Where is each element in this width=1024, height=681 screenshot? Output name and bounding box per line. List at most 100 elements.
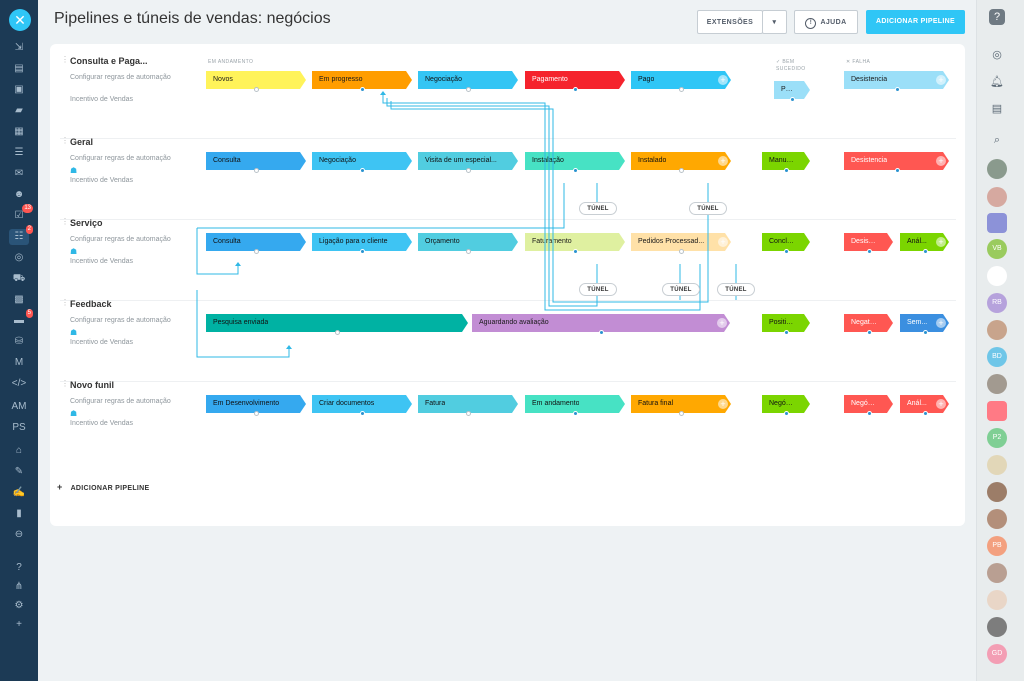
add-stage-icon[interactable]: + bbox=[936, 75, 946, 85]
robot-icon[interactable]: ☗ bbox=[70, 409, 78, 418]
avatar[interactable] bbox=[987, 401, 1007, 421]
extensions-dropdown[interactable]: ▾ bbox=[762, 10, 787, 34]
add-stage-icon[interactable]: + bbox=[718, 237, 728, 247]
pipeline-stage[interactable]: Pesquisa enviada bbox=[206, 314, 468, 332]
stage-connector-dot[interactable] bbox=[573, 168, 578, 173]
automation-link[interactable]: Configurar regras de automação bbox=[70, 236, 171, 243]
avatar[interactable] bbox=[987, 213, 1007, 233]
sitemap-icon[interactable]: ⋔ bbox=[14, 581, 24, 592]
add-stage-icon[interactable]: + bbox=[718, 156, 728, 166]
stage-connector-dot[interactable] bbox=[466, 168, 471, 173]
incentive-link[interactable]: Incentivo de Vendas bbox=[70, 258, 134, 265]
stage-connector-dot[interactable] bbox=[254, 87, 259, 92]
add-stage-icon[interactable]: + bbox=[718, 399, 728, 409]
chat-bubble-icon[interactable]: ▤ bbox=[991, 103, 1003, 115]
code-icon[interactable]: </> bbox=[11, 378, 27, 389]
add-icon[interactable]: + bbox=[16, 619, 22, 630]
avatar[interactable]: RB bbox=[987, 293, 1007, 313]
pipeline-stage[interactable]: Faturamento bbox=[525, 233, 625, 251]
stage-connector-dot[interactable] bbox=[679, 87, 684, 92]
stage-connector-dot[interactable] bbox=[335, 330, 340, 335]
stage-connector-dot[interactable] bbox=[360, 168, 365, 173]
stage-connector-dot[interactable] bbox=[254, 249, 259, 254]
stage-connector-dot[interactable] bbox=[679, 249, 684, 254]
avatar[interactable] bbox=[987, 590, 1007, 610]
avatar[interactable] bbox=[987, 482, 1007, 502]
pipeline-stage[interactable]: Visita de um especial... bbox=[418, 152, 518, 170]
success-stage[interactable]: Conclui... bbox=[762, 233, 810, 251]
stage-connector-dot[interactable] bbox=[573, 249, 578, 254]
settings-icon[interactable]: ⚙ bbox=[14, 600, 24, 611]
avatar[interactable]: PB bbox=[987, 536, 1007, 556]
robot-icon[interactable]: ☗ bbox=[70, 328, 78, 337]
failure-stage[interactable]: Sem...+ bbox=[900, 314, 949, 332]
database-icon[interactable]: ⛁ bbox=[14, 336, 24, 347]
failure-stage[interactable]: Negati... bbox=[844, 314, 893, 332]
failure-stage[interactable]: Desistencia+ bbox=[844, 152, 949, 170]
tunnel-badge[interactable]: TÚNEL bbox=[579, 202, 617, 215]
stage-connector-dot[interactable] bbox=[466, 249, 471, 254]
mail-icon[interactable]: ✉ bbox=[14, 168, 24, 179]
avatar[interactable] bbox=[987, 187, 1007, 207]
search-icon[interactable]: ⌕ bbox=[993, 134, 1001, 146]
robot-icon[interactable]: ☗ bbox=[70, 247, 78, 256]
stage-connector-dot[interactable] bbox=[894, 87, 900, 92]
automation-link[interactable]: Configurar regras de automação bbox=[70, 155, 171, 162]
automation-link[interactable]: Configurar regras de automação bbox=[70, 317, 171, 324]
avatar[interactable] bbox=[987, 455, 1007, 475]
stage-connector-dot[interactable] bbox=[784, 168, 789, 173]
am-icon[interactable]: AM bbox=[11, 401, 27, 412]
automation-link[interactable]: Configurar regras de automação bbox=[70, 398, 171, 405]
pipeline-stage[interactable]: Em andamento bbox=[525, 395, 625, 413]
tunnel-badge[interactable]: TÚNEL bbox=[689, 202, 727, 215]
pipeline-stage[interactable]: Ligação para o cliente bbox=[312, 233, 412, 251]
pipeline-name[interactable]: Geral bbox=[70, 137, 94, 147]
pulse-icon[interactable]: ◎ bbox=[992, 49, 1002, 61]
stage-connector-dot[interactable] bbox=[360, 411, 365, 416]
stage-connector-dot[interactable] bbox=[573, 411, 578, 416]
pipeline-stage[interactable]: Criar documentos bbox=[312, 395, 412, 413]
avatar[interactable] bbox=[987, 563, 1007, 583]
avatar[interactable]: BD bbox=[987, 347, 1007, 367]
task-icon[interactable]: ▣ bbox=[14, 84, 24, 95]
document-icon[interactable]: ▤ bbox=[14, 63, 24, 74]
help-icon[interactable]: ? bbox=[989, 9, 1005, 25]
avatar[interactable] bbox=[987, 617, 1007, 637]
stream-icon[interactable]: ⇲ bbox=[14, 42, 24, 53]
stage-connector-dot[interactable] bbox=[866, 330, 872, 335]
stage-connector-dot[interactable] bbox=[922, 411, 928, 416]
chat-icon[interactable]: ▰ bbox=[15, 105, 23, 116]
stage-connector-dot[interactable] bbox=[866, 249, 872, 254]
add-stage-icon[interactable]: + bbox=[936, 156, 946, 166]
pipeline-stage[interactable]: Em Desenvolvimento bbox=[206, 395, 306, 413]
pipeline-stage[interactable]: Instalado+ bbox=[631, 152, 731, 170]
add-pipeline-link[interactable]: +ADICIONAR PIPELINE bbox=[57, 482, 149, 492]
stage-connector-dot[interactable] bbox=[894, 168, 900, 173]
stage-connector-dot[interactable] bbox=[360, 249, 365, 254]
close-icon[interactable]: ✕ bbox=[9, 9, 31, 31]
avatar[interactable] bbox=[987, 266, 1007, 286]
pipeline-name[interactable]: Novo funil bbox=[70, 380, 114, 390]
pipeline-stage[interactable]: Consulta bbox=[206, 152, 306, 170]
success-stage[interactable]: Positivo... bbox=[762, 314, 810, 332]
cart-icon[interactable]: ⛟ bbox=[12, 273, 26, 284]
incentive-link[interactable]: Incentivo de Vendas bbox=[70, 96, 134, 103]
avatar[interactable] bbox=[987, 509, 1007, 529]
stage-connector-dot[interactable] bbox=[254, 411, 259, 416]
edit-doc-icon[interactable]: ✎ bbox=[14, 466, 24, 477]
stage-connector-dot[interactable] bbox=[784, 411, 789, 416]
pipeline-stage[interactable]: Pagamento bbox=[525, 71, 625, 89]
add-stage-icon[interactable]: + bbox=[717, 318, 727, 328]
stage-connector-dot[interactable] bbox=[466, 411, 471, 416]
add-stage-icon[interactable]: + bbox=[936, 237, 946, 247]
stage-connector-dot[interactable] bbox=[922, 330, 928, 335]
tunnel-badge[interactable]: TÚNEL bbox=[579, 283, 617, 296]
avatar[interactable] bbox=[987, 374, 1007, 394]
incentive-link[interactable]: Incentivo de Vendas bbox=[70, 420, 134, 427]
success-stage[interactable]: Negóci... bbox=[762, 395, 810, 413]
success-stage[interactable]: Manute... bbox=[762, 152, 810, 170]
pipeline-stage[interactable]: Pago+ bbox=[631, 71, 731, 89]
incentive-link[interactable]: Incentivo de Vendas bbox=[70, 177, 134, 184]
target-icon[interactable]: ◎ bbox=[14, 252, 24, 263]
pipeline-name[interactable]: Feedback bbox=[70, 299, 112, 309]
